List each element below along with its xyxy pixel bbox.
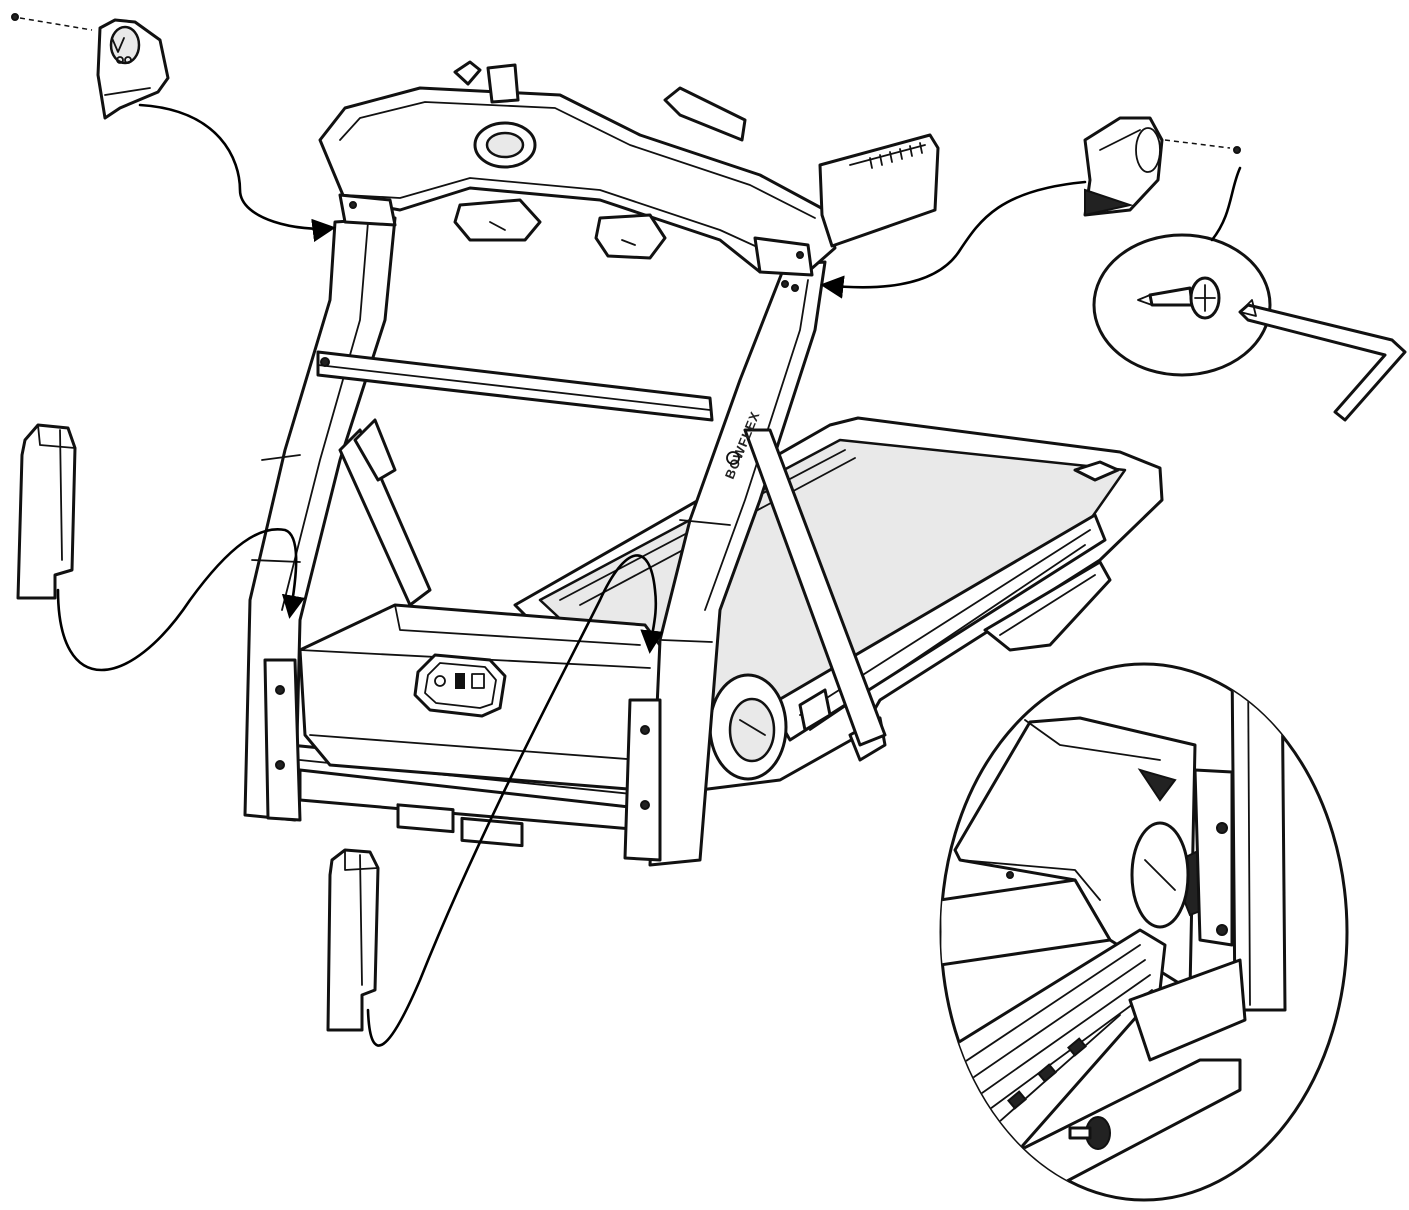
right-upright: BOWFLEX xyxy=(623,260,887,867)
console xyxy=(318,60,940,292)
power-port-icon xyxy=(434,675,446,687)
circuit-breaker-icon xyxy=(471,673,485,689)
arrow-left-base-cover xyxy=(56,527,305,672)
console-fan-left-icon xyxy=(453,198,542,242)
right-upright-top-cover-part xyxy=(1083,116,1241,217)
arrow-left-top-cover xyxy=(138,103,336,243)
left-upright-top-cover-part xyxy=(11,13,170,120)
left-front-base-cover-part xyxy=(16,423,77,600)
power-switch-icon xyxy=(455,673,465,689)
power-panel xyxy=(413,653,507,718)
console-fan-right-icon xyxy=(594,213,667,260)
handrail-crossbar xyxy=(316,350,714,422)
arrow-right-base-cover xyxy=(366,554,664,1047)
screw-icon xyxy=(11,13,19,21)
arrow-detail-callout xyxy=(1210,166,1242,242)
screw-icon xyxy=(1233,146,1241,154)
tablet-holder xyxy=(486,63,520,104)
arrow-right-top-cover xyxy=(820,180,1087,299)
left-base-cover-mounted xyxy=(263,658,302,822)
right-front-base-cover-part xyxy=(326,848,380,1032)
motor-hood xyxy=(298,603,664,792)
assembly-arrows xyxy=(56,103,1242,1047)
screw-and-hex-key-detail xyxy=(1092,233,1407,422)
left-handlebar-grip xyxy=(663,86,747,142)
right-base-cover-mounted xyxy=(623,698,662,862)
hex-key-icon xyxy=(1238,303,1407,422)
right-handlebar xyxy=(818,133,940,248)
motor-hood-detail xyxy=(939,662,1349,1202)
